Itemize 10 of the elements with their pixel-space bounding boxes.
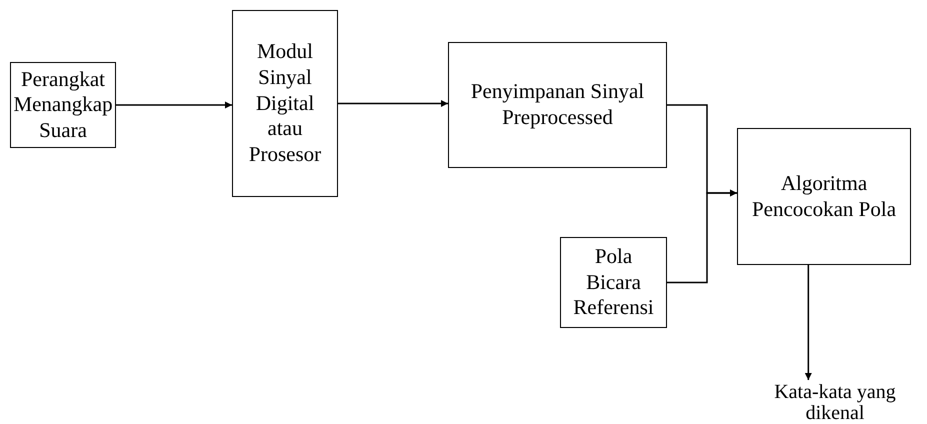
arrow: [338, 100, 448, 107]
arrow: [667, 190, 737, 284]
process-box: Penyimpanan Sinyal Preprocessed: [448, 42, 667, 168]
arrow: [116, 102, 232, 108]
arrow: [804, 265, 812, 380]
process-box: Algoritma Pencocokan Pola: [737, 128, 911, 265]
process-box: Pola Bicara Referensi: [560, 237, 667, 328]
process-box: Modul Sinyal Digital atau Prosesor: [232, 10, 338, 197]
output-text: Kata-kata yang dikenal: [760, 382, 910, 424]
process-box: Perangkat Menangkap Suara: [10, 62, 116, 148]
